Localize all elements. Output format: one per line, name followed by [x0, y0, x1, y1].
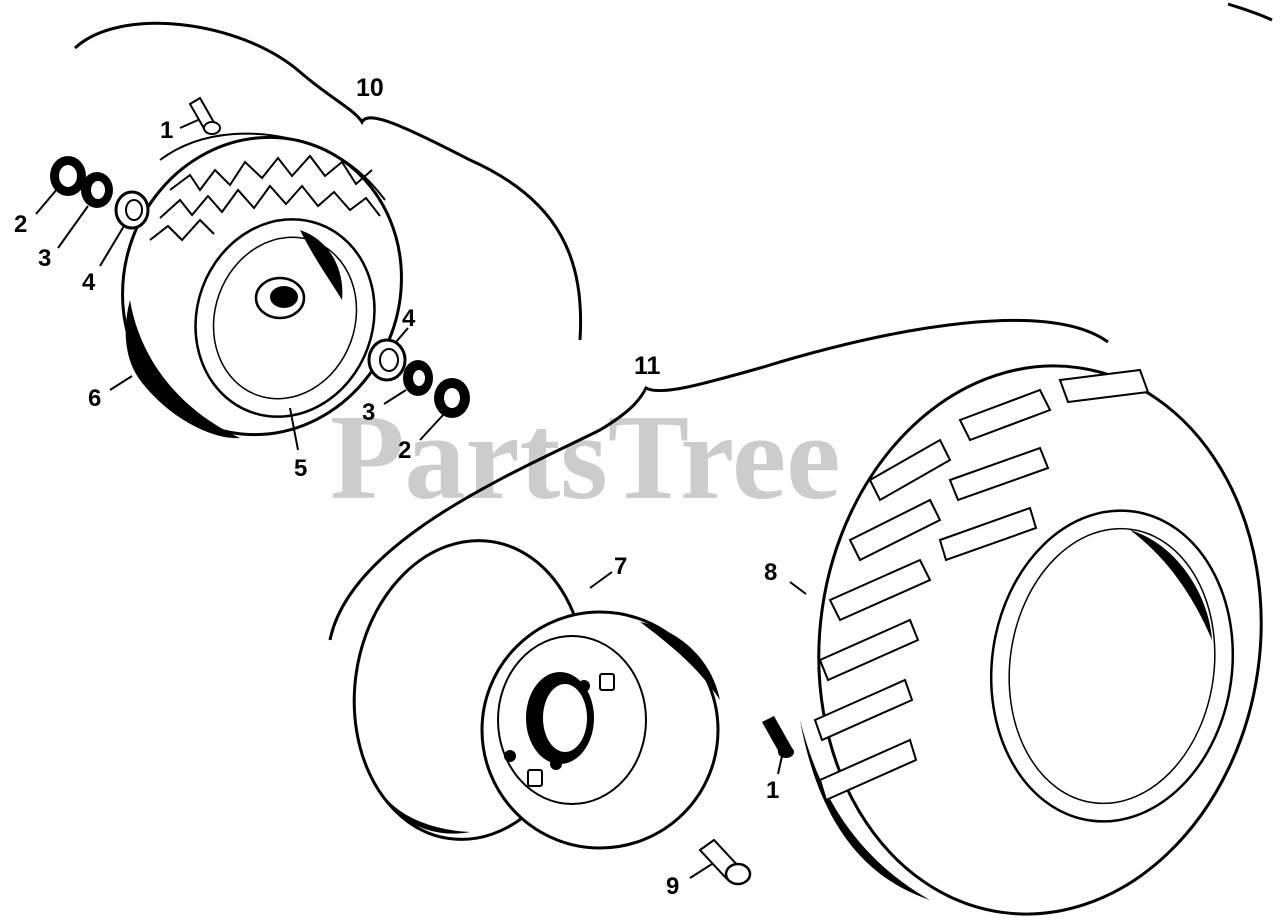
leader-1-bottom [777, 755, 783, 775]
bearing-cone-left-drawing [81, 172, 113, 208]
callout-3-right: 3 [362, 399, 375, 426]
callout-5: 5 [294, 455, 307, 482]
turf-tire-drawing [800, 364, 1263, 916]
seal-right-drawing [434, 378, 470, 418]
callout-4-left: 4 [82, 269, 96, 296]
leader-3-left [57, 205, 89, 249]
assembly-11-label: 11 [634, 352, 661, 380]
callout-8: 8 [764, 559, 777, 586]
lug-bolt-drawing [698, 838, 752, 886]
callout-3-left: 3 [38, 245, 51, 272]
leader-8 [789, 581, 807, 595]
callout-2-left: 2 [14, 211, 27, 238]
bearing-cup-left-drawing [114, 190, 150, 230]
valve-stem-bottom-drawing [762, 716, 794, 758]
watermark: PartsTree [330, 390, 840, 525]
leader-2-left [35, 187, 59, 215]
assembly-11-bracket [328, 318, 1109, 641]
wheel-rim-drawing [352, 539, 720, 850]
valve-stem-top-drawing [188, 96, 221, 135]
callout-1-top: 1 [160, 117, 173, 144]
corner-fragment [1227, 2, 1273, 22]
leader-1-top [179, 119, 199, 129]
leader-5 [289, 407, 299, 451]
leader-7 [589, 571, 613, 589]
callout-9: 9 [666, 873, 679, 900]
bearing-cup-right-drawing [367, 338, 407, 382]
leader-6 [109, 375, 133, 391]
callout-4-right: 4 [402, 305, 416, 332]
assembly-10-label: 10 [356, 74, 384, 102]
callout-6: 6 [88, 385, 101, 412]
callout-1-bottom: 1 [766, 777, 779, 804]
tire-shadow [125, 300, 240, 439]
callout-2-right: 2 [398, 437, 411, 464]
leader-4-right [395, 327, 409, 343]
leader-2-right [419, 413, 445, 441]
front-tire-drawing [121, 132, 403, 439]
bearing-cone-right-drawing [403, 360, 433, 396]
assembly-10-bracket [73, 21, 583, 341]
leader-9 [689, 863, 713, 879]
leader-3-right [383, 389, 407, 405]
seal-left-drawing [50, 156, 86, 196]
callout-7: 7 [614, 553, 627, 580]
leader-4-left [99, 225, 125, 267]
